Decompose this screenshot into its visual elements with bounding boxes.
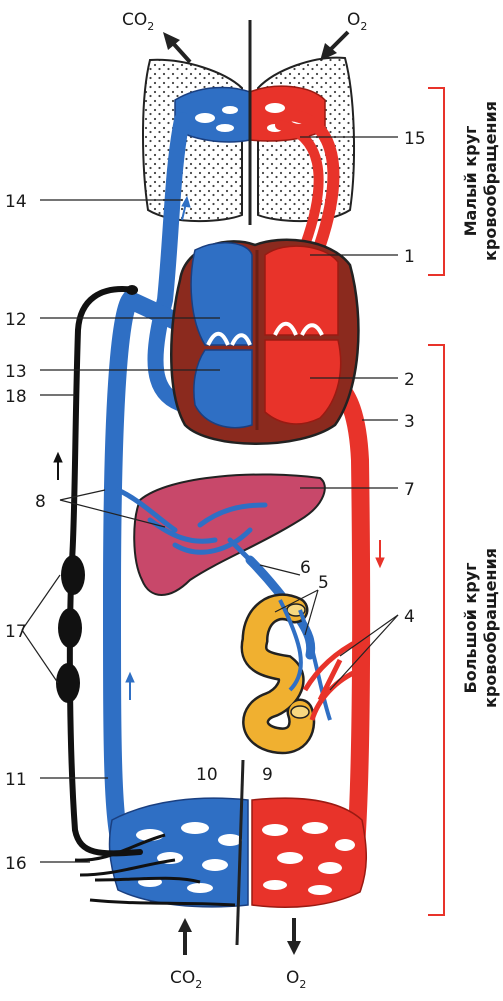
systemic-label-line2: кровообращения [481, 548, 500, 708]
arrow-up-black [54, 453, 62, 480]
label-17: 17 [5, 622, 27, 642]
lymph-node-1 [61, 555, 85, 595]
label-6: 6 [300, 558, 311, 578]
co2-out-arrow-icon [163, 32, 190, 62]
lymph-node-2 [58, 608, 82, 648]
gas-label-co2-top: CO2 [122, 10, 154, 33]
label-3: 3 [404, 412, 415, 432]
label-4: 4 [404, 607, 415, 627]
label-15: 15 [404, 129, 426, 149]
left-atrium [265, 246, 338, 335]
heart [171, 240, 358, 444]
aorta [330, 380, 361, 860]
label-2: 2 [404, 370, 415, 390]
right-ventricle [194, 350, 252, 428]
label-16: 16 [5, 854, 27, 874]
co2-in-arrow-icon [178, 918, 192, 955]
right-atrium [191, 243, 252, 345]
pulmonary-label-line1: Малый круг [461, 126, 480, 237]
systemic-label-line1: Большой круг [461, 563, 480, 694]
pulmonary-label-line2: кровообращения [481, 101, 500, 261]
pulmonary-bracket [428, 88, 444, 275]
label-5: 5 [318, 573, 329, 593]
arrow-up-blue-vein [126, 673, 134, 700]
label-1: 1 [404, 247, 415, 267]
label-7: 7 [404, 480, 415, 500]
label-9: 9 [262, 765, 273, 785]
label-10: 10 [196, 765, 218, 785]
label-13: 13 [5, 362, 27, 382]
intestine [254, 600, 360, 741]
label-11: 11 [5, 770, 27, 790]
label-18: 18 [5, 387, 27, 407]
liver-body [134, 474, 325, 595]
label-14: 14 [5, 192, 27, 212]
label-8: 8 [35, 492, 46, 512]
o2-out-arrow-icon [287, 918, 301, 955]
gas-label-co2-bottom: CO2 [170, 968, 202, 991]
lymph-node-3 [56, 663, 80, 703]
arrow-down-red-aorta [376, 540, 384, 567]
label-12: 12 [5, 310, 27, 330]
gas-label-o2-top: O2 [347, 10, 367, 33]
systemic-bracket [428, 345, 444, 915]
gas-label-o2-bottom: O2 [286, 968, 306, 991]
